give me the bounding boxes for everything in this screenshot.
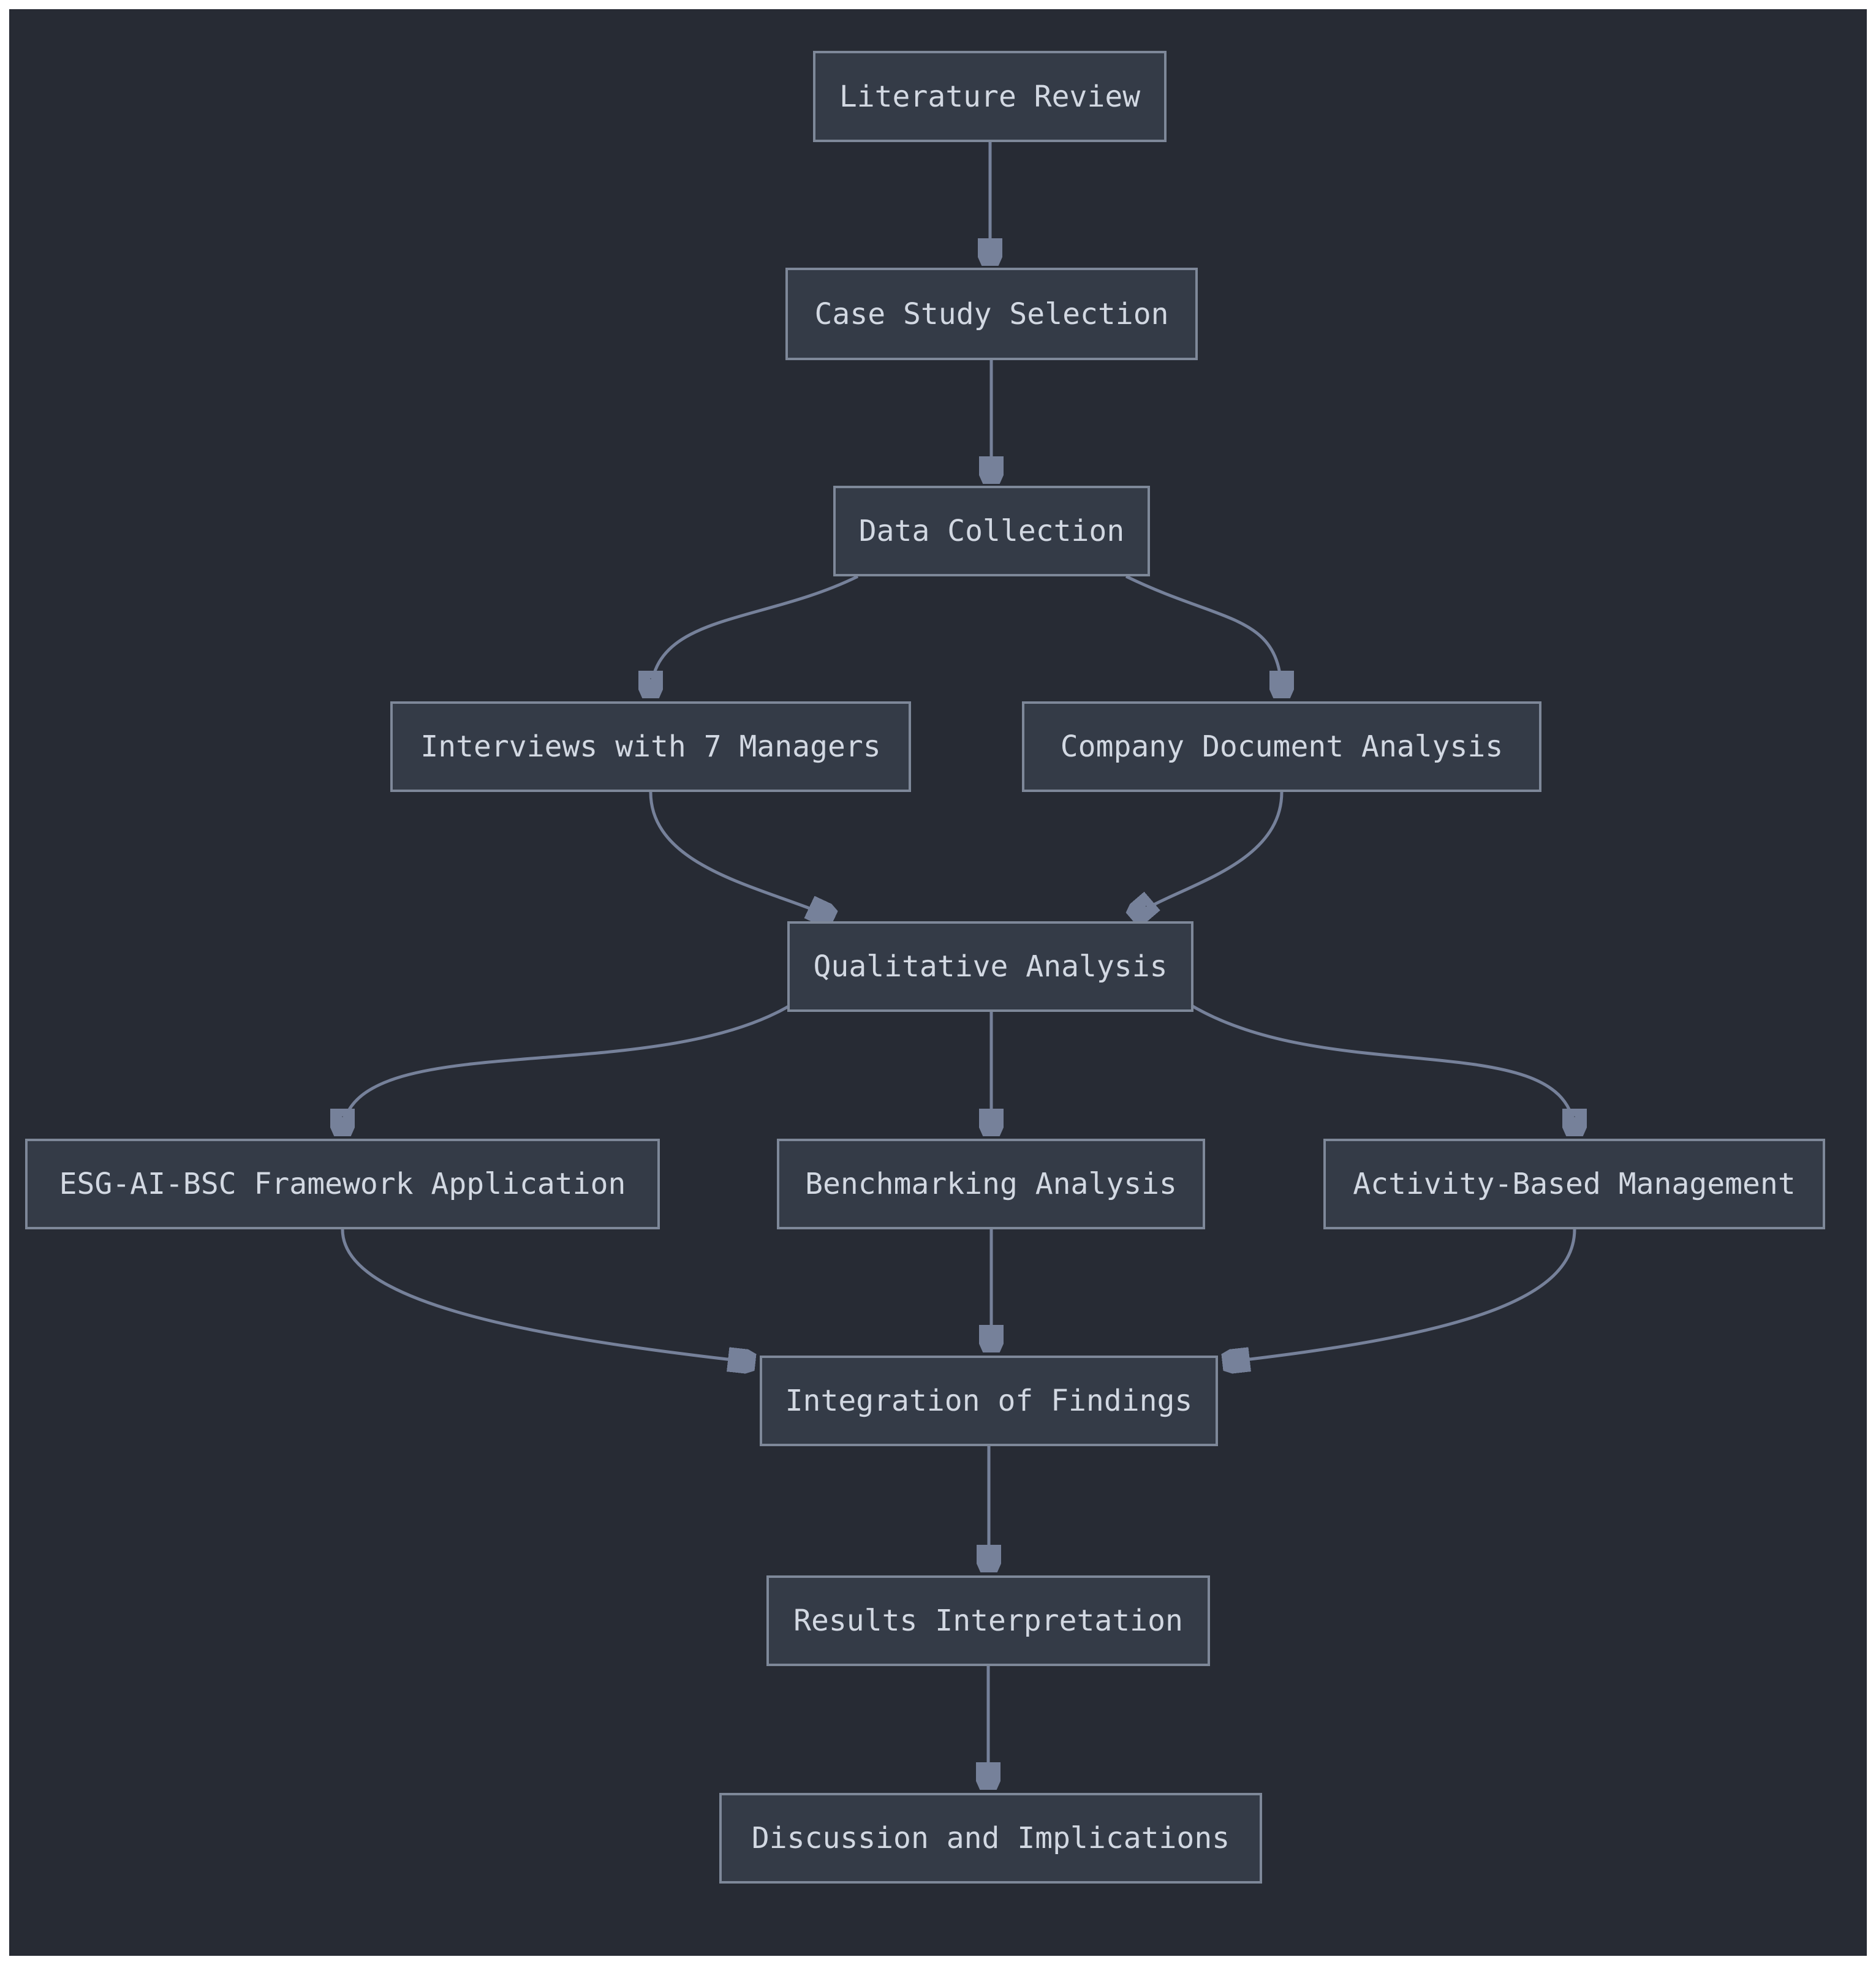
node-label: Data Collection — [858, 514, 1125, 548]
node-data-collection: Data Collection — [833, 486, 1150, 576]
node-interviews: Interviews with 7 Managers — [390, 701, 911, 792]
node-benchmarking-analysis: Benchmarking Analysis — [777, 1139, 1205, 1229]
node-label: ESG-AI-BSC Framework Application — [59, 1167, 626, 1201]
edge-datacollection-to-interviews — [651, 575, 859, 697]
node-label: Company Document Analysis — [1060, 730, 1503, 764]
node-label: Benchmarking Analysis — [805, 1167, 1177, 1201]
node-esg-ai-bsc-framework: ESG-AI-BSC Framework Application — [25, 1139, 660, 1229]
node-literature-review: Literature Review — [813, 51, 1167, 142]
edge-esg-to-integration — [341, 1229, 754, 1362]
edge-qualitative-to-abm — [1189, 1003, 1575, 1135]
node-label: Case Study Selection — [814, 296, 1169, 331]
node-label: Interviews with 7 Managers — [420, 730, 881, 764]
node-label: Literature Review — [839, 79, 1141, 114]
node-label: Integration of Findings — [785, 1384, 1193, 1418]
flowchart-canvas: Literature Review Case Study Selection D… — [9, 9, 1867, 1956]
edge-qualitative-to-esg — [342, 1003, 793, 1135]
edge-abm-to-integration — [1224, 1229, 1576, 1362]
edge-companydoc-to-qualitative — [1132, 791, 1284, 918]
node-label: Discussion and Implications — [751, 1821, 1230, 1855]
edge-datacollection-to-companydoc — [1125, 575, 1282, 697]
node-label: Results Interpretation — [793, 1604, 1183, 1638]
node-integration-of-findings: Integration of Findings — [760, 1356, 1218, 1446]
node-company-document-analysis: Company Document Analysis — [1022, 701, 1541, 792]
node-case-study-selection: Case Study Selection — [785, 268, 1198, 360]
flowchart-edges — [9, 142, 1867, 1956]
node-label: Activity-Based Management — [1353, 1167, 1796, 1201]
edge-interviews-to-qualitative — [649, 791, 833, 918]
node-discussion-and-implications: Discussion and Implications — [719, 1793, 1262, 1884]
node-qualitative-analysis: Qualitative Analysis — [787, 921, 1193, 1012]
node-label: Qualitative Analysis — [813, 949, 1168, 984]
node-activity-based-management: Activity-Based Management — [1323, 1139, 1825, 1229]
node-results-interpretation: Results Interpretation — [766, 1575, 1210, 1666]
